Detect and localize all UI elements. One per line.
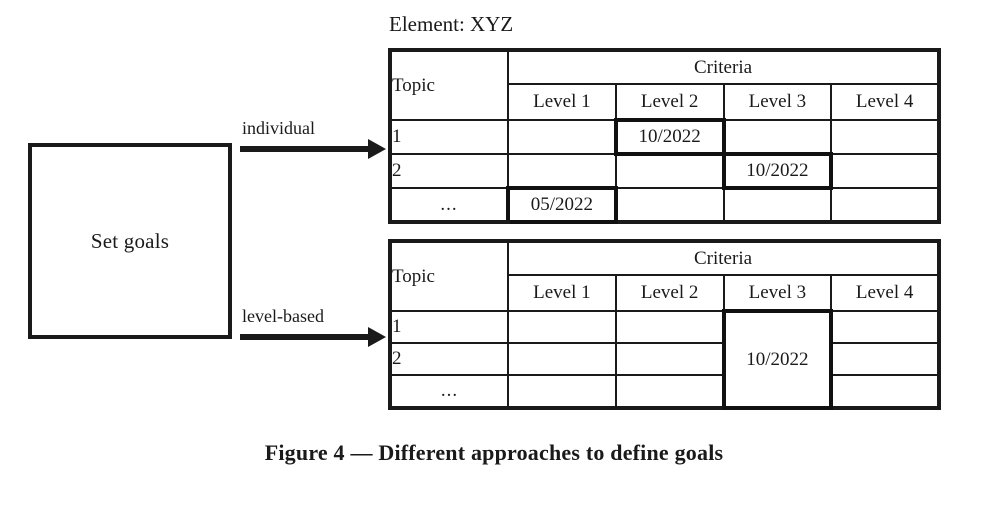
cell-level-4[interactable] <box>830 374 942 410</box>
header-level-2: Level 2 <box>614 274 725 312</box>
figure-caption: Figure 4 — Different approaches to defin… <box>264 440 724 465</box>
cell-level-1-marked[interactable]: 05/2022 <box>506 186 618 224</box>
arrow-shaft <box>240 334 372 340</box>
cell-level-2[interactable] <box>614 374 725 410</box>
table-header: Topic Criteria Level 1 Level 2 Level 3 L… <box>388 48 942 121</box>
arrow-individual <box>240 138 388 160</box>
cell-level-3[interactable] <box>722 187 833 224</box>
cell-level-2[interactable] <box>614 310 725 344</box>
table-row: ... 05/2022 <box>388 186 942 224</box>
table-header: Topic Criteria Level 1 Level 2 Level 3 L… <box>388 239 942 312</box>
arrow-shaft <box>240 146 372 152</box>
header-row-levels: Level 1 Level 2 Level 3 Level 4 <box>390 274 942 312</box>
cell-level-3-merged-marked[interactable]: 10/2022 <box>721 309 834 410</box>
header-row-group: Topic Criteria <box>388 239 942 312</box>
header-level-2: Level 2 <box>614 83 725 121</box>
header-row-group: Topic Criteria <box>388 48 942 121</box>
element-title: Element: XYZ <box>389 12 514 36</box>
table-body: 1 10/2022 2 ... <box>388 309 942 410</box>
cell-level-4[interactable] <box>830 310 942 344</box>
table-body: 1 10/2022 2 10/2022 ... 05/2022 <box>388 118 942 224</box>
arrow-label-individual: individual <box>242 118 315 138</box>
cell-level-1[interactable] <box>507 119 617 155</box>
cell-level-1[interactable] <box>507 153 617 189</box>
header-level-4: Level 4 <box>830 83 942 121</box>
cell-level-1[interactable] <box>507 310 617 344</box>
cell-level-4[interactable] <box>830 119 942 155</box>
cell-level-2-marked[interactable]: 10/2022 <box>613 118 726 156</box>
header-criteria: Criteria <box>506 48 942 85</box>
row-topic: 2 <box>388 153 509 189</box>
cell-level-3[interactable] <box>722 119 833 155</box>
header-level-3: Level 3 <box>722 83 833 121</box>
criteria-table-level-based: Topic Criteria Level 1 Level 2 Level 3 L… <box>388 239 942 410</box>
header-topic: Topic <box>388 239 509 312</box>
header-row-levels: Level 1 Level 2 Level 3 Level 4 <box>390 83 942 121</box>
row-topic: 1 <box>388 310 509 344</box>
arrow-head-icon <box>368 139 386 159</box>
row-topic-ellipsis: ... <box>388 374 509 410</box>
table-row: 2 10/2022 <box>388 152 942 190</box>
row-topic: 2 <box>388 342 509 376</box>
cell-level-4[interactable] <box>830 153 942 189</box>
header-criteria: Criteria <box>506 239 942 276</box>
table-row: ... <box>388 374 942 410</box>
cell-level-1[interactable] <box>507 342 617 376</box>
header-level-1: Level 1 <box>507 274 617 312</box>
set-goals-box: Set goals <box>28 143 232 339</box>
set-goals-label: Set goals <box>90 228 170 253</box>
row-topic-ellipsis: ... <box>388 187 509 224</box>
header-level-1: Level 1 <box>507 83 617 121</box>
table-row: 1 10/2022 <box>388 309 942 410</box>
cell-level-1[interactable] <box>507 374 617 410</box>
table-row: 1 10/2022 <box>388 118 942 156</box>
cell-level-2[interactable] <box>614 153 725 189</box>
cell-level-4[interactable] <box>830 342 942 376</box>
header-topic: Topic <box>388 48 509 121</box>
criteria-table-individual: Topic Criteria Level 1 Level 2 Level 3 L… <box>388 48 942 224</box>
cell-level-2[interactable] <box>614 187 725 224</box>
header-level-3: Level 3 <box>722 274 833 312</box>
cell-level-4[interactable] <box>830 187 942 224</box>
table-row: 2 <box>388 342 942 376</box>
cell-level-3-marked[interactable]: 10/2022 <box>721 152 834 190</box>
arrow-head-icon <box>368 327 386 347</box>
row-topic: 1 <box>388 119 509 155</box>
arrow-label-level-based: level-based <box>242 306 324 326</box>
cell-level-2[interactable] <box>614 342 725 376</box>
arrow-level-based <box>240 326 388 348</box>
header-level-4: Level 4 <box>830 274 942 312</box>
